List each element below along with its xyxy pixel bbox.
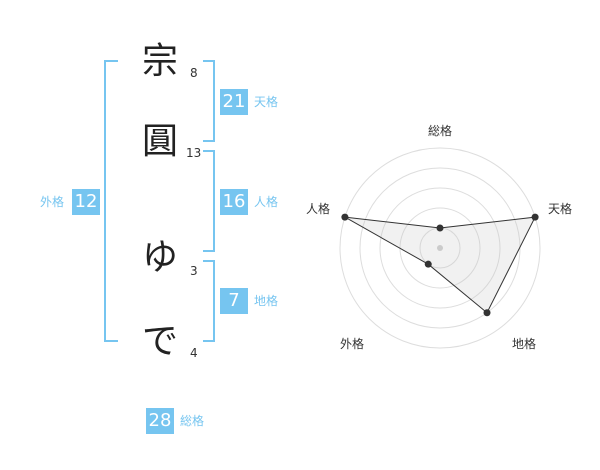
radar-point-4	[424, 260, 432, 268]
radar-axis-label-chikaku: 地格	[512, 337, 537, 351]
radar-point-3	[483, 309, 491, 317]
radar-polygon	[344, 216, 536, 314]
stroke-count-3: 3	[190, 264, 198, 278]
stroke-count-4: 4	[190, 346, 198, 360]
gaikaku-bracket	[104, 60, 118, 342]
radar-points	[341, 213, 539, 317]
jinkaku-bracket	[203, 150, 215, 252]
radar-axis-label-jinkaku: 人格	[306, 202, 331, 216]
tenkaku-bracket	[203, 60, 215, 142]
radar-axis-label-soukaku: 総格	[428, 124, 453, 138]
radar-point-2	[531, 213, 539, 221]
chikaku-bracket	[203, 260, 215, 342]
radar-ring	[339, 147, 541, 349]
gaikaku-value: 12	[72, 189, 100, 215]
radar-axis-label-tenkaku: 天格	[548, 202, 573, 216]
name-char-2: 圓	[141, 121, 178, 162]
stroke-count-1: 8	[190, 66, 198, 80]
name-char-4: で	[141, 321, 178, 362]
jinkaku-label: 人格	[254, 195, 279, 209]
radar-point-1	[436, 224, 444, 232]
stroke-count-2: 13	[186, 146, 202, 160]
tenkaku-value: 21	[220, 89, 248, 115]
jinkaku-value: 16	[220, 189, 248, 215]
name-char-1: 宗	[141, 41, 178, 82]
radar-center	[437, 245, 443, 251]
gaikaku-label: 外格	[40, 195, 65, 209]
radar-ring	[379, 187, 501, 309]
chikaku-value: 7	[220, 288, 248, 314]
name-char-3: ゆ	[141, 237, 178, 278]
radar-point-5	[341, 213, 349, 221]
tenkaku-label: 天格	[254, 95, 279, 109]
soukaku-label: 総格	[180, 414, 205, 428]
radar-axis-label-gaikaku: 外格	[340, 337, 365, 351]
chikaku-label: 地格	[254, 294, 279, 308]
soukaku-value: 28	[146, 408, 174, 434]
